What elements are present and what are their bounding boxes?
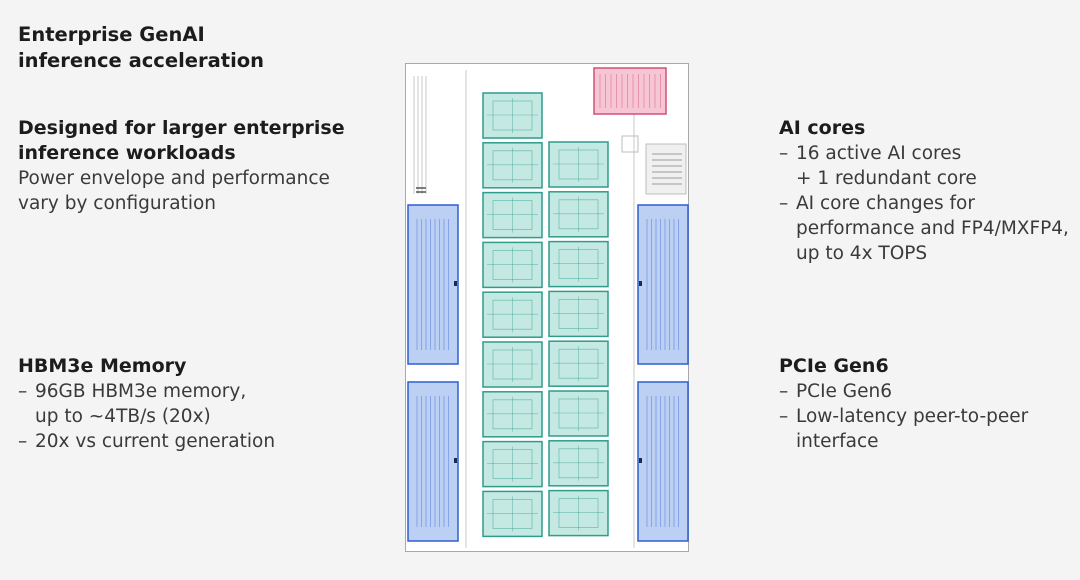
chip-floorplan-svg	[407, 67, 689, 548]
ai-cores-bullet-1: –16 active AI cores	[779, 141, 1069, 166]
pcie-bullet-2-cont: interface	[779, 429, 1028, 454]
hbm-stack	[407, 204, 459, 365]
hbm-phy-marker	[454, 458, 457, 463]
hbm-stack	[637, 204, 689, 365]
left-edge-wiring	[413, 70, 635, 548]
workloads-section: Designed for larger enterprise inference…	[18, 116, 345, 216]
bullet-dash: –	[779, 381, 789, 402]
pcie-bullet-1-text: PCIe Gen6	[796, 381, 893, 402]
ai-cores-heading: AI cores	[779, 117, 866, 139]
page-title-line-1: Enterprise GenAI	[18, 23, 205, 46]
chip-floorplan	[405, 63, 689, 552]
pcie-bullet-2-line-1: Low-latency peer-to-peer	[796, 406, 1029, 427]
workloads-heading-line-2: inference workloads	[18, 142, 236, 164]
ai-cores-section: AI cores –16 active AI cores + 1 redunda…	[779, 116, 1069, 266]
hbm-bullet-1-line-2: up to ~4TB/s (20x)	[35, 406, 211, 427]
workloads-heading-line-1: Designed for larger enterprise	[18, 117, 345, 139]
bullet-dash: –	[18, 431, 28, 452]
pcie-block	[593, 67, 667, 115]
hbm-heading: HBM3e Memory	[18, 355, 187, 377]
io-block	[645, 143, 687, 195]
ai-cores-bullet-2-line-3: up to 4x TOPS	[796, 243, 928, 264]
hbm-stack	[407, 381, 459, 542]
ai-cores-bullet-2: –AI core changes for	[779, 191, 1069, 216]
floorplan-blocks	[407, 67, 689, 542]
ai-cores-bullet-2-cont-2: up to 4x TOPS	[779, 241, 1069, 266]
ai-cores-bullet-1-cont: + 1 redundant core	[779, 166, 1069, 191]
page-title-line-2: inference acceleration	[18, 49, 265, 72]
pcie-bullet-2-line-2: interface	[796, 431, 879, 452]
ai-cores-bullet-1-line-2: + 1 redundant core	[796, 168, 977, 189]
workloads-body-line-1: Power envelope and performance	[18, 168, 330, 189]
bullet-dash: –	[779, 193, 789, 214]
hbm-bullet-1-line-1: 96GB HBM3e memory,	[35, 381, 247, 402]
ai-cores-bullet-2-cont-1: performance and FP4/MXFP4,	[779, 216, 1069, 241]
small-marker	[416, 187, 426, 193]
hbm-bullet-2-text: 20x vs current generation	[35, 431, 276, 452]
hbm-phy-marker	[454, 281, 457, 286]
io-block-lines	[652, 153, 682, 185]
workloads-body-line-2: vary by configuration	[18, 193, 217, 214]
bullet-dash: –	[18, 381, 28, 402]
hbm-phy-marker	[639, 281, 642, 286]
ai-cores-bullet-2-line-2: performance and FP4/MXFP4,	[796, 218, 1069, 239]
hbm-stack	[637, 381, 689, 542]
ai-cores-bullet-2-line-1: AI core changes for	[796, 193, 975, 214]
pcie-heading: PCIe Gen6	[779, 355, 889, 377]
page-title: Enterprise GenAI inference acceleration	[18, 22, 264, 74]
hbm-phy-marker	[639, 458, 642, 463]
bullet-dash: –	[779, 143, 789, 164]
hbm-bullet-2: –20x vs current generation	[18, 429, 275, 454]
bullet-dash: –	[779, 406, 789, 427]
hbm-bullet-1: –96GB HBM3e memory,	[18, 379, 275, 404]
pcie-bullet-2: –Low-latency peer-to-peer	[779, 404, 1028, 429]
ai-cores-bullet-1-line-1: 16 active AI cores	[796, 143, 962, 164]
pcie-bullet-1: –PCIe Gen6	[779, 379, 1028, 404]
pcie-section: PCIe Gen6 –PCIe Gen6 –Low-latency peer-t…	[779, 354, 1028, 454]
io-block-small	[621, 135, 639, 153]
hbm-section: HBM3e Memory –96GB HBM3e memory, up to ~…	[18, 354, 275, 454]
hbm-bullet-1-cont: up to ~4TB/s (20x)	[18, 404, 275, 429]
